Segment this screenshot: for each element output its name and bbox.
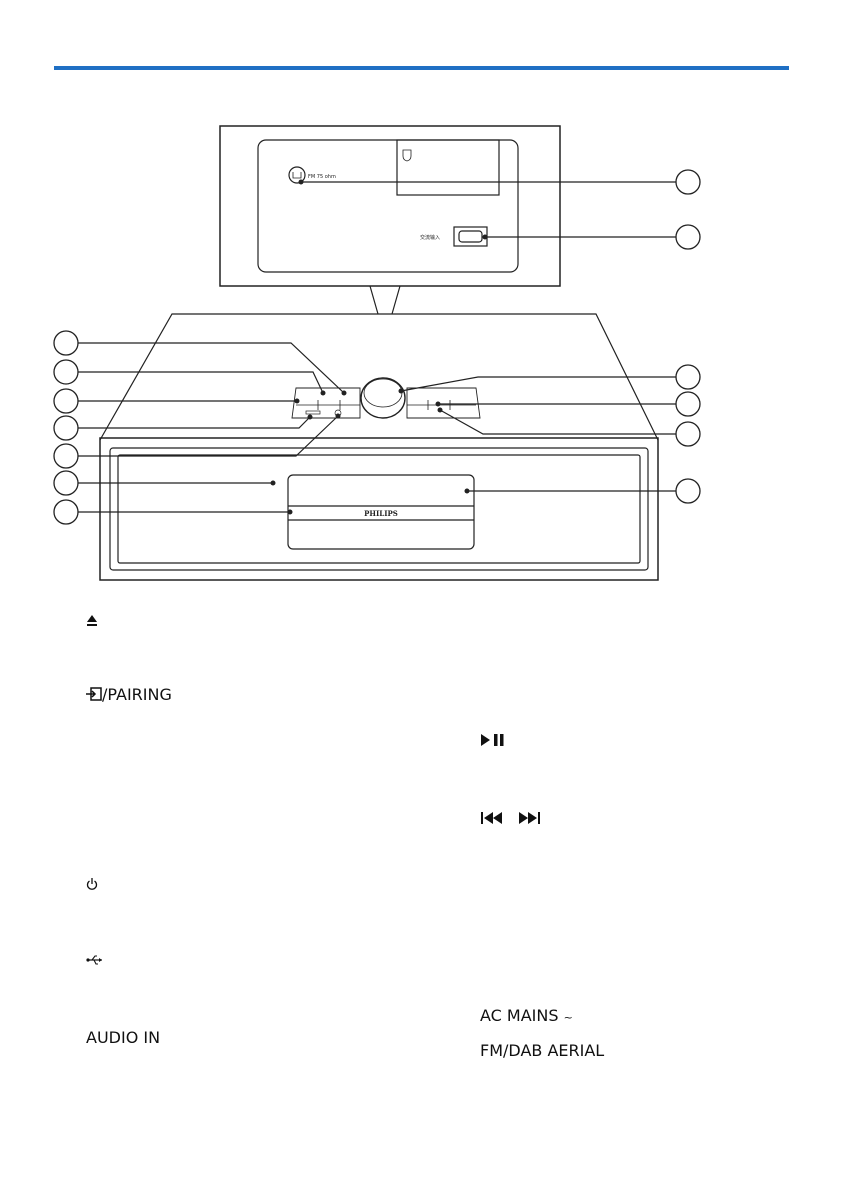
eject-icon (87, 615, 97, 626)
audio-in-label: AUDIO IN (86, 1028, 161, 1047)
callout-circle (53, 415, 79, 441)
eject-label (86, 610, 98, 630)
callout-circle (675, 391, 701, 417)
header-rule (54, 66, 789, 70)
power-label (86, 874, 98, 894)
callout-circle (53, 388, 79, 414)
callout-circle (675, 364, 701, 390)
usb-label (86, 949, 104, 969)
callout-circle (53, 499, 79, 525)
callout-circle (675, 478, 701, 504)
callout-circle (53, 470, 79, 496)
control-strip-right (406, 387, 481, 419)
prev-next-label (480, 808, 541, 828)
device-diagram: FM 75 ohm 交流输入 PHILIPS (53, 125, 701, 581)
previous-icon (481, 812, 502, 824)
rear-label-plate (396, 139, 500, 196)
rear-panel (257, 139, 519, 273)
antenna-socket (288, 166, 306, 184)
play-pause-icon (481, 734, 504, 746)
device-front (99, 437, 659, 581)
ac-mains-label: AC MAINS ~ (480, 1006, 573, 1025)
ac-tilde: ~ (563, 1011, 573, 1024)
source-pairing-label: /PAIRING (86, 685, 172, 705)
source-input-icon (86, 687, 102, 701)
next-icon (519, 812, 541, 824)
rear-panel-inset (219, 125, 561, 287)
fm-dab-aerial-label: FM/DAB AERIAL (480, 1041, 605, 1060)
play-pause-label (480, 730, 508, 750)
philips-shield-icon (402, 149, 412, 162)
callout-circle (53, 359, 79, 385)
callout-circle (675, 169, 701, 195)
volume-knob (360, 377, 406, 419)
antenna-socket-text: FM 75 ohm (308, 174, 336, 180)
callout-circle (53, 330, 79, 356)
brand-text: PHILIPS (364, 509, 398, 518)
callout-circle (675, 421, 701, 447)
ac-socket-text: 交流输入 (420, 234, 440, 241)
callout-circle (675, 224, 701, 250)
usb-icon (86, 955, 102, 965)
callout-circle (53, 443, 79, 469)
power-icon (86, 878, 98, 890)
control-strip-left (291, 387, 361, 419)
